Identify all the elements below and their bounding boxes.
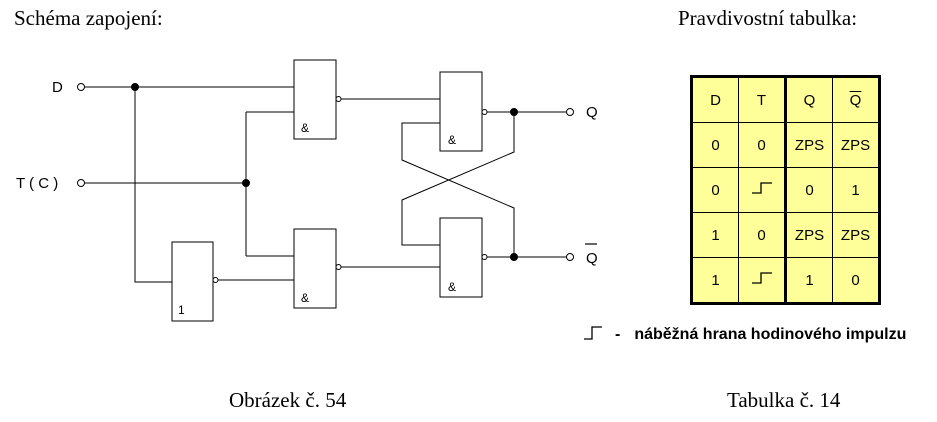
gate-symbol: &	[301, 121, 309, 135]
output-q-bar-label: Q	[586, 250, 598, 267]
table-row: 1 1 0	[691, 257, 880, 304]
junction-dot	[131, 83, 139, 91]
table-row: 0 0 ZPS ZPS	[691, 122, 880, 168]
schema-title: Schéma zapojení:	[14, 6, 163, 30]
legend-text: náběžná hrana hodinového impulzu	[634, 326, 907, 343]
circuit-diagram: & & & & 1 D T ( C ) Q Q	[16, 59, 598, 322]
input-t-label: T ( C )	[16, 175, 58, 192]
latch-gate-top	[439, 71, 483, 152]
nand-gate-top	[293, 59, 337, 140]
wire-feedback-q-bar	[401, 122, 515, 257]
output-q-bar-terminal	[566, 253, 574, 261]
inversion-bubble	[481, 109, 488, 115]
inverter-gate	[171, 241, 214, 322]
table-cell: 0	[785, 167, 833, 213]
inversion-bubble	[335, 96, 342, 102]
table-row: 1 0 ZPS ZPS	[691, 212, 880, 258]
table-caption: Tabulka č. 14	[727, 388, 841, 412]
input-t-terminal	[77, 179, 85, 187]
wire-feedback-q	[401, 112, 515, 246]
table-cell: 0	[691, 122, 739, 168]
inversion-bubble	[481, 254, 488, 260]
table-cell: ZPS	[785, 212, 833, 258]
table-cell: 1	[785, 257, 833, 304]
table-cell: 1	[691, 257, 739, 304]
junction-dot	[510, 108, 518, 116]
table-cell: 1	[832, 167, 880, 213]
inversion-bubble	[335, 264, 342, 270]
legend: -náběžná hrana hodinového impulzu	[583, 325, 906, 344]
output-q-label: Q	[586, 104, 598, 121]
table-header-row: D T Q Q	[691, 76, 880, 123]
table-row: 0 0 1	[691, 167, 880, 213]
figure-caption: Obrázek č. 54	[229, 388, 347, 412]
rising-edge-icon	[738, 257, 787, 304]
table-cell: ZPS	[832, 122, 880, 168]
gate-symbol: &	[448, 133, 456, 147]
gate-symbol: 1	[178, 303, 185, 317]
junction-dot	[510, 253, 518, 261]
input-d-label: D	[52, 79, 63, 96]
table-header-cell: Q	[785, 76, 833, 123]
latch-gate-bottom	[439, 217, 483, 298]
table-header-cell: Q	[832, 76, 880, 123]
wire-d-to-inverter	[134, 87, 172, 283]
rising-edge-icon	[738, 167, 787, 213]
table-cell: ZPS	[785, 122, 833, 168]
gate-symbol: &	[448, 280, 456, 294]
truth-table: D T Q Q 0 0 ZPS ZPS 0 0 1 1 0 ZPS ZPS 1 …	[690, 75, 881, 305]
table-cell: 0	[738, 122, 787, 168]
table-cell: 0	[691, 167, 739, 213]
legend-dash: -	[615, 326, 621, 343]
rising-edge-icon	[584, 326, 602, 340]
junction-dot	[242, 179, 250, 187]
gate-symbol: &	[301, 291, 309, 305]
output-q-terminal	[566, 108, 574, 116]
table-cell: 0	[738, 212, 787, 258]
table-header-cell: T	[738, 76, 787, 123]
table-cell: ZPS	[832, 212, 880, 258]
table-cell: 0	[832, 257, 880, 304]
table-title: Pravdivostní tabulka:	[678, 6, 858, 30]
inversion-bubble	[212, 277, 219, 283]
table-cell: 1	[691, 212, 739, 258]
table-header-cell: D	[691, 76, 739, 123]
input-d-terminal	[77, 83, 85, 91]
